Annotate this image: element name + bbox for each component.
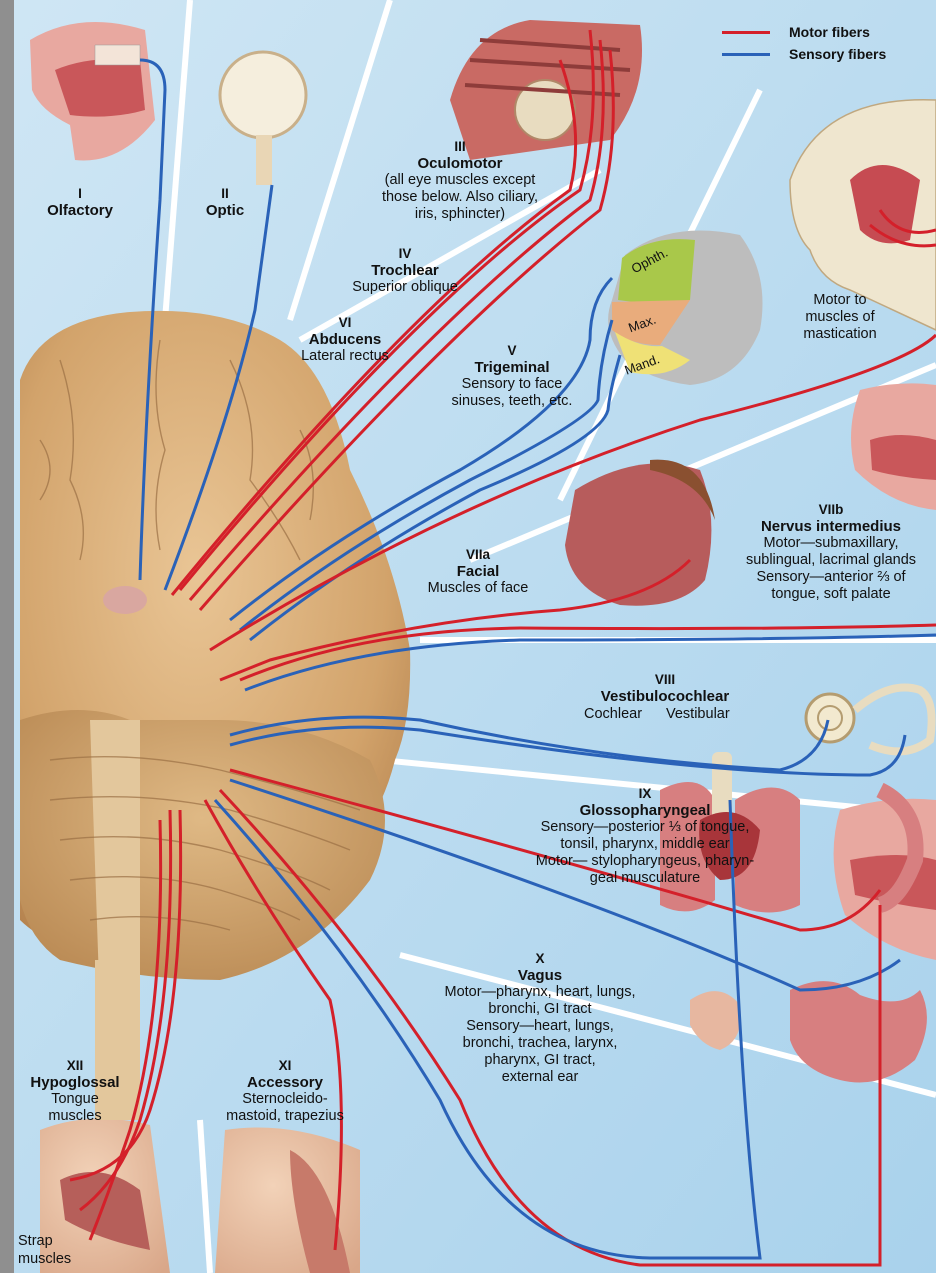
trigeminal-numeral: V <box>432 342 592 359</box>
strap-desc-2: muscles <box>18 1250 71 1268</box>
optic-name: Optic <box>190 202 260 219</box>
vestibulocochlear-numeral: VIII <box>570 671 760 688</box>
abducens-numeral: VI <box>280 314 410 331</box>
trochlear-desc: Superior oblique <box>325 279 485 296</box>
vagus-desc-1: Motor—pharynx, heart, lungs, <box>410 984 670 1001</box>
glossopharyngeal-label: IX Glossopharyngeal Sensory—posterior ⅓ … <box>505 785 785 887</box>
vestibular-branch-label: Vestibular <box>666 706 730 723</box>
mastication-desc-3: mastication <box>780 326 900 343</box>
vagus-desc-6: external ear <box>410 1069 670 1086</box>
oculomotor-desc-3: iris, sphincter) <box>345 206 575 223</box>
facial-desc: Muscles of face <box>412 580 544 597</box>
left-border <box>0 0 14 1273</box>
intermedius-desc-2: sublingual, lacrimal glands <box>728 552 934 569</box>
vagus-desc-4: bronchi, trachea, larynx, <box>410 1035 670 1052</box>
intermedius-desc-4: tongue, soft palate <box>728 586 934 603</box>
facial-name: Facial <box>412 563 544 580</box>
intermedius-desc-1: Motor—submaxillary, <box>728 535 934 552</box>
intermedius-desc-3: Sensory—anterior ⅔ of <box>728 569 934 586</box>
accessory-label: XI Accessory Sternocleido- mastoid, trap… <box>205 1057 365 1125</box>
legend-sensory-label: Sensory fibers <box>789 46 886 62</box>
intermedius-numeral: VIIb <box>728 501 934 518</box>
vestibulocochlear-name: Vestibulocochlear <box>570 688 760 705</box>
mastication-desc-1: Motor to <box>780 292 900 309</box>
strap-muscles-label: Strap muscles <box>18 1232 71 1268</box>
hypoglossal-numeral: XII <box>20 1057 130 1074</box>
abducens-label: VI Abducens Lateral rectus <box>280 314 410 365</box>
accessory-name: Accessory <box>205 1074 365 1091</box>
hypoglossal-label: XII Hypoglossal Tongue muscles <box>20 1057 130 1125</box>
trochlear-label: IV Trochlear Superior oblique <box>325 245 485 296</box>
intermedius-label: VIIb Nervus intermedius Motor—submaxilla… <box>728 501 934 603</box>
trigeminal-name: Trigeminal <box>432 359 592 376</box>
optic-label: II Optic <box>190 185 260 219</box>
trochlear-numeral: IV <box>325 245 485 262</box>
facial-label: VIIa Facial Muscles of face <box>412 546 544 597</box>
accessory-desc-2: mastoid, trapezius <box>205 1108 365 1125</box>
glossopharyngeal-desc-2: tonsil, pharynx, middle ear <box>505 836 785 853</box>
oculomotor-desc-1: (all eye muscles except <box>345 172 575 189</box>
olfactory-name: Olfactory <box>40 202 120 219</box>
vestibulocochlear-label: VIII Vestibulocochlear <box>570 671 760 705</box>
legend-motor-swatch <box>722 31 770 34</box>
vagus-label: X Vagus Motor—pharynx, heart, lungs, bro… <box>410 950 670 1086</box>
abducens-name: Abducens <box>280 331 410 348</box>
facial-numeral: VIIa <box>412 546 544 563</box>
abducens-desc: Lateral rectus <box>280 348 410 365</box>
trochlear-name: Trochlear <box>325 262 485 279</box>
intermedius-name: Nervus intermedius <box>728 518 934 535</box>
oculomotor-numeral: III <box>345 138 575 155</box>
trigeminal-label: V Trigeminal Sensory to face sinuses, te… <box>432 342 592 410</box>
mastication-desc-2: muscles of <box>780 309 900 326</box>
glossopharyngeal-numeral: IX <box>505 785 785 802</box>
trigeminal-desc-1: Sensory to face <box>432 376 592 393</box>
oculomotor-label: III Oculomotor (all eye muscles except t… <box>345 138 575 223</box>
olfactory-numeral: I <box>40 185 120 202</box>
oculomotor-name: Oculomotor <box>345 155 575 172</box>
vagus-name: Vagus <box>410 967 670 984</box>
vagus-desc-2: bronchi, GI tract <box>410 1001 670 1018</box>
glossopharyngeal-desc-3: Motor— stylopharyngeus, pharyn- <box>505 853 785 870</box>
vagus-desc-5: pharynx, GI tract, <box>410 1052 670 1069</box>
accessory-numeral: XI <box>205 1057 365 1074</box>
hypoglossal-desc-1: Tongue <box>20 1091 130 1108</box>
strap-desc-1: Strap <box>18 1232 71 1250</box>
accessory-desc-1: Sternocleido- <box>205 1091 365 1108</box>
glossopharyngeal-name: Glossopharyngeal <box>505 802 785 819</box>
legend-sensory-swatch <box>722 53 770 56</box>
olfactory-label: I Olfactory <box>40 185 120 219</box>
legend-motor-label: Motor fibers <box>789 24 870 40</box>
oculomotor-desc-2: those below. Also ciliary, <box>345 189 575 206</box>
cochlear-branch-label: Cochlear <box>584 706 642 723</box>
glossopharyngeal-desc-4: geal musculature <box>505 870 785 887</box>
trigeminal-desc-2: sinuses, teeth, etc. <box>432 393 592 410</box>
mastication-label: Motor to muscles of mastication <box>780 292 900 343</box>
optic-numeral: II <box>190 185 260 202</box>
vagus-desc-3: Sensory—heart, lungs, <box>410 1018 670 1035</box>
hypoglossal-desc-2: muscles <box>20 1108 130 1125</box>
glossopharyngeal-desc-1: Sensory—posterior ⅓ of tongue, <box>505 819 785 836</box>
hypoglossal-name: Hypoglossal <box>20 1074 130 1091</box>
vagus-numeral: X <box>410 950 670 967</box>
